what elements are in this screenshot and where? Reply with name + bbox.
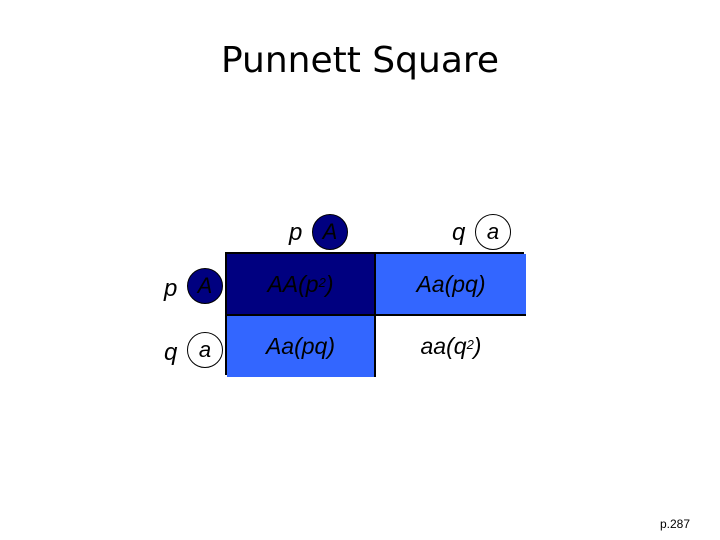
row-allele-a: a <box>198 337 212 362</box>
column-frequency-p: p <box>289 219 303 246</box>
page-reference: p.287 <box>659 517 690 531</box>
allele-circle-icon: A <box>312 214 348 250</box>
page-title: Punnett Square <box>220 40 500 81</box>
row-allele-A: A <box>197 273 213 298</box>
row-frequency-p: p <box>164 275 178 302</box>
column-allele-a: a <box>486 219 500 244</box>
row-frequency-q: q <box>164 339 178 366</box>
column-allele-A: A <box>322 219 338 244</box>
allele-circle-icon: a <box>187 332 223 368</box>
allele-circle-icon: A <box>187 268 223 304</box>
cell-Aa-bottom: Aa(pq) <box>227 316 376 377</box>
allele-circle-icon: a <box>475 214 511 250</box>
cell-Aa-top: Aa(pq) <box>376 254 526 316</box>
column-frequency-q: q <box>452 219 466 246</box>
